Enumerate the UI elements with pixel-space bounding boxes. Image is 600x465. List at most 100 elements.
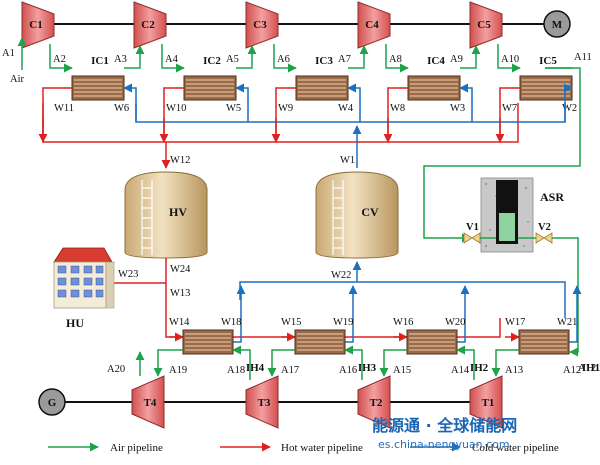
compressor-label: C1 [29, 19, 42, 31]
heater-air-out-label: A13 [505, 365, 523, 376]
turbine-label: T2 [370, 397, 383, 409]
w13-label: W13 [170, 288, 190, 299]
turbine-label: T3 [258, 397, 271, 409]
compressor-c5: C5 [469, 1, 503, 49]
air-out-label: A9 [450, 54, 463, 65]
compressor-label: C4 [365, 19, 379, 31]
turbine-label: T1 [482, 397, 495, 409]
hot-vessel [124, 171, 208, 259]
air-in-label: A10 [501, 54, 519, 65]
valve-v2[interactable] [535, 232, 553, 244]
air-out-label: A5 [226, 54, 239, 65]
intercooler-label: IC1 [91, 55, 109, 67]
cold-vessel-label: CV [361, 205, 379, 219]
intercooler-ic4 [407, 75, 461, 101]
air-out-label: A3 [114, 54, 127, 65]
watermark-url: es.china-nengyuan.com [378, 438, 510, 451]
cold-in-label: W2 [562, 103, 577, 114]
intercooler-label: IC2 [203, 55, 221, 67]
intercooler-ic5 [519, 75, 573, 101]
interheater-ih1 [518, 329, 570, 355]
heater-cold-out-label: W20 [445, 317, 465, 328]
air-in-label: A4 [165, 54, 179, 65]
motor [543, 10, 571, 38]
turbine-t3: T3 [245, 375, 279, 429]
a20-label: A20 [107, 364, 125, 375]
compressor-label: C5 [477, 19, 491, 31]
heater-air-out-label: A19 [169, 365, 187, 376]
heater-hot-in-label: W15 [281, 317, 301, 328]
air-inlet-label: Air [10, 74, 25, 85]
interheater-ih4 [182, 329, 234, 355]
heater-air-out-label: A15 [393, 365, 411, 376]
cold-in-label: W3 [450, 103, 465, 114]
compressor-c1: C1 [21, 1, 55, 49]
turbine-t1: T1 [469, 375, 503, 429]
a11-label: A11 [574, 52, 592, 63]
intercooler-ic2 [183, 75, 237, 101]
legend-hot: Hot water pipeline [281, 442, 363, 454]
air-storage-reservoir [480, 177, 534, 253]
interheater-label: IH1 [582, 362, 600, 374]
hot-vessel-label: HV [169, 205, 187, 219]
intercooler-label: IC5 [539, 55, 557, 67]
generator-label: G [48, 397, 57, 409]
storage-to-heater-line [552, 237, 579, 357]
compressor-label: C2 [141, 19, 155, 31]
intercooler-label: IC4 [427, 55, 445, 67]
intercooler-ic1 [71, 75, 125, 101]
turbine-t4: T4 [131, 375, 165, 429]
heater-air-in-label: A18 [227, 365, 245, 376]
turbine-label: T4 [144, 397, 157, 409]
turbine-t2: T2 [357, 375, 391, 429]
air-in-label: A2 [53, 54, 66, 65]
compressor-label: C3 [253, 19, 267, 31]
hot-out-label: W11 [54, 103, 74, 114]
interheater-label: IH2 [470, 362, 489, 374]
compressor-c4: C4 [357, 1, 391, 49]
legend: Air pipeline Hot water pipeline Cold wat… [48, 442, 559, 454]
w24-label: W24 [170, 264, 191, 275]
heater-air-out-label: A17 [281, 365, 299, 376]
w22-label: W22 [331, 270, 351, 281]
heater-cold-out-label: W19 [333, 317, 353, 328]
air-to-storage-line [423, 67, 581, 243]
legend-cold: Cold water pipeline [472, 442, 559, 454]
hot-out-label: W9 [278, 103, 293, 114]
interheater-ih2 [406, 329, 458, 355]
cold-in-label: W4 [338, 103, 354, 114]
w12-label: W12 [170, 155, 190, 166]
air-out-label: A7 [338, 54, 351, 65]
cold-in-label: W5 [226, 103, 241, 114]
air-in-label: A8 [389, 54, 402, 65]
cold-vessel [315, 171, 399, 259]
interheater-label: IH3 [358, 362, 377, 374]
w23-label: W23 [118, 269, 138, 280]
hot-out-label: W7 [502, 103, 517, 114]
heater-hot-in-label: W17 [505, 317, 525, 328]
motor-label: M [552, 19, 563, 31]
compressor-c2: C2 [133, 1, 167, 49]
hot-out-label: W10 [166, 103, 186, 114]
storage-label: ASR [540, 190, 564, 204]
heater-air-in-label: A12 [563, 365, 581, 376]
heat-user-label: HU [66, 316, 84, 330]
w1-label: W1 [340, 155, 355, 166]
valve-v1[interactable] [463, 232, 481, 244]
intercooler-label: IC3 [315, 55, 333, 67]
watermark-cn: 能源通 · 全球储能网 [372, 416, 517, 435]
heater-air-in-label: A14 [451, 365, 470, 376]
valve-v1-label: V1 [466, 222, 479, 233]
heater-hot-in-label: W16 [393, 317, 413, 328]
heater-air-in-label: A16 [339, 365, 357, 376]
hot-out-label: W8 [390, 103, 405, 114]
interheater-ih3 [294, 329, 346, 355]
compressor-c3: C3 [245, 1, 279, 49]
air-inlet-point: A1 [2, 48, 15, 59]
generator [38, 388, 66, 416]
heater-cold-out-label: W18 [221, 317, 241, 328]
heat-user-building [53, 247, 115, 309]
air-in-label: A6 [277, 54, 290, 65]
heater-cold-out-label: W21 [557, 317, 577, 328]
